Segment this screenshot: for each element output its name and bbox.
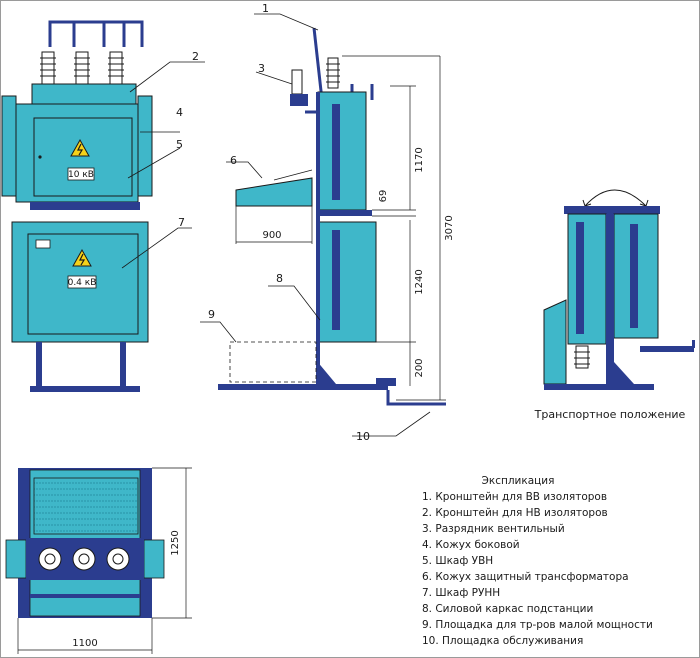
top-view-radiator <box>33 477 139 535</box>
hv-plate-label: 10 кВ <box>68 170 94 180</box>
hv-plate <box>67 167 95 181</box>
callout-9: 9 <box>208 308 215 321</box>
legend-item-4: 4. Кожух боковой <box>422 539 520 551</box>
lv-plate-label: 0.4 кВ <box>68 278 97 288</box>
top-dimension-lines <box>17 467 192 654</box>
side-cover-right <box>137 95 153 197</box>
callout-2: 2 <box>192 50 199 63</box>
front-view: 10 кВ 0.4 кВ 2 4 5 7 <box>1 20 205 392</box>
side-insulator <box>327 57 339 89</box>
side-bracket <box>312 27 374 101</box>
legend-item-5: 5. Шкаф УВН <box>422 555 493 567</box>
transport-hood <box>543 299 567 385</box>
callout-6: 6 <box>230 154 237 167</box>
side-view: 1170 69 1240 200 3070 900 1 3 6 8 9 10 <box>200 2 455 443</box>
callout-10: 10 <box>356 430 370 443</box>
legend-item-8: 8. Силовой каркас подстанции <box>422 603 593 615</box>
transport-insulator <box>575 345 589 369</box>
transport-view: Транспортное положение <box>534 189 695 421</box>
legend: Экспликация 1. Кронштейн для ВВ изолятор… <box>422 475 653 647</box>
rotation-arrow <box>584 189 647 207</box>
power-frame <box>218 92 396 390</box>
service-platform <box>386 390 446 406</box>
lv-window <box>35 239 51 249</box>
side-hv-cabinet <box>317 91 367 211</box>
small-transformer-platform <box>229 341 317 383</box>
dim-gap: 69 <box>378 190 389 203</box>
dim-lower-cabinet: 1240 <box>414 269 425 294</box>
mid-frame <box>30 202 140 210</box>
side-hv-vent <box>332 104 340 200</box>
hv-cabinet-door <box>33 117 133 197</box>
front-leaders <box>121 61 205 269</box>
door-handle-icon <box>38 155 42 159</box>
legend-item-7: 7. Шкаф РУНН <box>422 587 500 599</box>
side-lv-vent <box>332 230 340 330</box>
side-cover-left <box>1 95 17 197</box>
transport-hv-cabinet <box>567 213 607 345</box>
hv-insulator-bracket <box>48 20 144 47</box>
transport-caption: Транспортное положение <box>534 408 686 421</box>
legend-item-6: 6. Кожух защитный трансформатора <box>422 571 629 583</box>
dim-depth: 1250 <box>170 530 181 555</box>
top-view: 1250 1100 <box>5 467 192 654</box>
side-lv-cabinet <box>317 221 377 343</box>
dim-base: 200 <box>414 358 425 377</box>
dim-hood-length: 900 <box>262 230 281 241</box>
legend-item-10: 10. Площадка обслуживания <box>422 635 583 647</box>
callout-7: 7 <box>178 216 185 229</box>
dim-total: 3070 <box>444 215 455 240</box>
transport-frame <box>544 214 695 390</box>
callout-1: 1 <box>262 2 269 15</box>
top-view-bushings <box>38 547 130 571</box>
callout-3: 3 <box>258 62 265 75</box>
dim-upper-cabinet: 1170 <box>414 147 425 172</box>
side-leaders <box>200 13 431 437</box>
legend-item-2: 2. Кронштейн для НВ изоляторов <box>422 507 608 519</box>
lv-plate <box>67 275 97 289</box>
hv-insulators <box>40 51 124 85</box>
dim-width: 1100 <box>72 638 97 649</box>
top-cover <box>31 83 137 107</box>
legend-item-3: 3. Разрядник вентильный <box>422 523 565 535</box>
surge-arrester <box>290 69 320 114</box>
callout-5: 5 <box>176 138 183 151</box>
transformer-hood <box>235 177 313 207</box>
callout-8: 8 <box>276 272 283 285</box>
legend-title: Экспликация <box>482 475 555 487</box>
side-dimension-lines <box>235 55 446 401</box>
callout-4: 4 <box>176 106 183 119</box>
high-voltage-warning-icon <box>70 138 90 157</box>
legend-item-1: 1. Кронштейн для ВВ изоляторов <box>422 491 607 503</box>
high-voltage-warning-icon-lower <box>72 248 92 267</box>
front-base-frame <box>30 342 140 392</box>
legend-item-9: 9. Площадка для тр-ров малой мощности <box>422 619 653 631</box>
